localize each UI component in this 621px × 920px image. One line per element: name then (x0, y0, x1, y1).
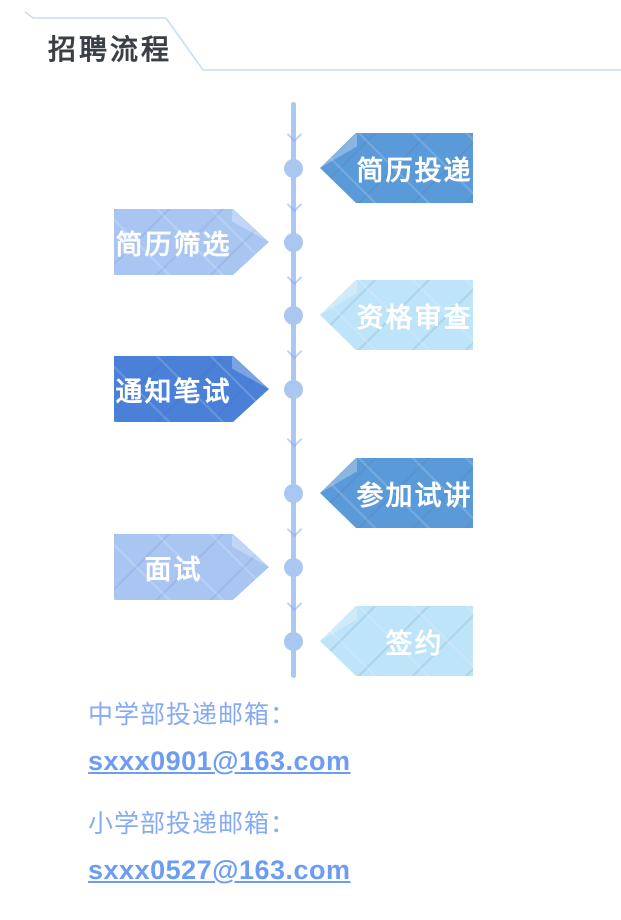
flow-step-label: 面试 (144, 554, 203, 585)
timeline-dot (284, 306, 303, 325)
flow-step-resume-submission: 简历投递 (320, 133, 473, 203)
flow-step-label: 通知笔试 (115, 376, 232, 407)
flow-step-signing: 签约 (320, 606, 473, 676)
chevron-down-icon (286, 521, 303, 538)
chevron-down-icon (286, 126, 303, 143)
chevron-down-icon (286, 196, 303, 213)
chevron-down-icon (286, 595, 303, 612)
timeline-dot (284, 233, 303, 252)
timeline-dot (284, 159, 303, 178)
contact-primary-school: 小学部投递邮箱： sxxx0527@163.com (88, 809, 351, 886)
chevron-down-icon (286, 431, 303, 448)
page-title: 招聘流程 (48, 34, 173, 65)
contact-email-link[interactable]: sxxx0901@163.com (88, 746, 351, 776)
chevron-down-icon (286, 269, 303, 286)
contact-email-link[interactable]: sxxx0527@163.com (88, 855, 351, 885)
timeline-dot (284, 484, 303, 503)
flow-step-interview: 面试 (114, 534, 269, 600)
flow-step-label: 资格审查 (356, 302, 473, 333)
flow-step-label: 参加试讲 (356, 480, 473, 511)
timeline-dot (284, 558, 303, 577)
timeline-dot (284, 632, 303, 651)
contact-label: 中学部投递邮箱： (88, 701, 297, 729)
flow-step-resume-screening: 简历筛选 (114, 209, 269, 275)
contact-section: 中学部投递邮箱： sxxx0901@163.com 小学部投递邮箱： sxxx0… (88, 700, 351, 886)
contact-middle-school: 中学部投递邮箱： sxxx0901@163.com (88, 700, 351, 777)
header-decoration-line (24, 11, 621, 71)
flow-step-qualification-review: 资格审查 (320, 280, 473, 350)
flow-step-label: 简历筛选 (115, 229, 232, 260)
contact-label: 小学部投递邮箱： (88, 810, 297, 838)
chevron-down-icon (286, 343, 303, 360)
timeline-dot (284, 380, 303, 399)
flow-step-written-test-notice: 通知笔试 (114, 356, 269, 422)
flow-step-trial-lecture: 参加试讲 (320, 458, 473, 528)
flow-step-label: 签约 (385, 628, 444, 659)
flow-step-label: 简历投递 (356, 155, 473, 186)
